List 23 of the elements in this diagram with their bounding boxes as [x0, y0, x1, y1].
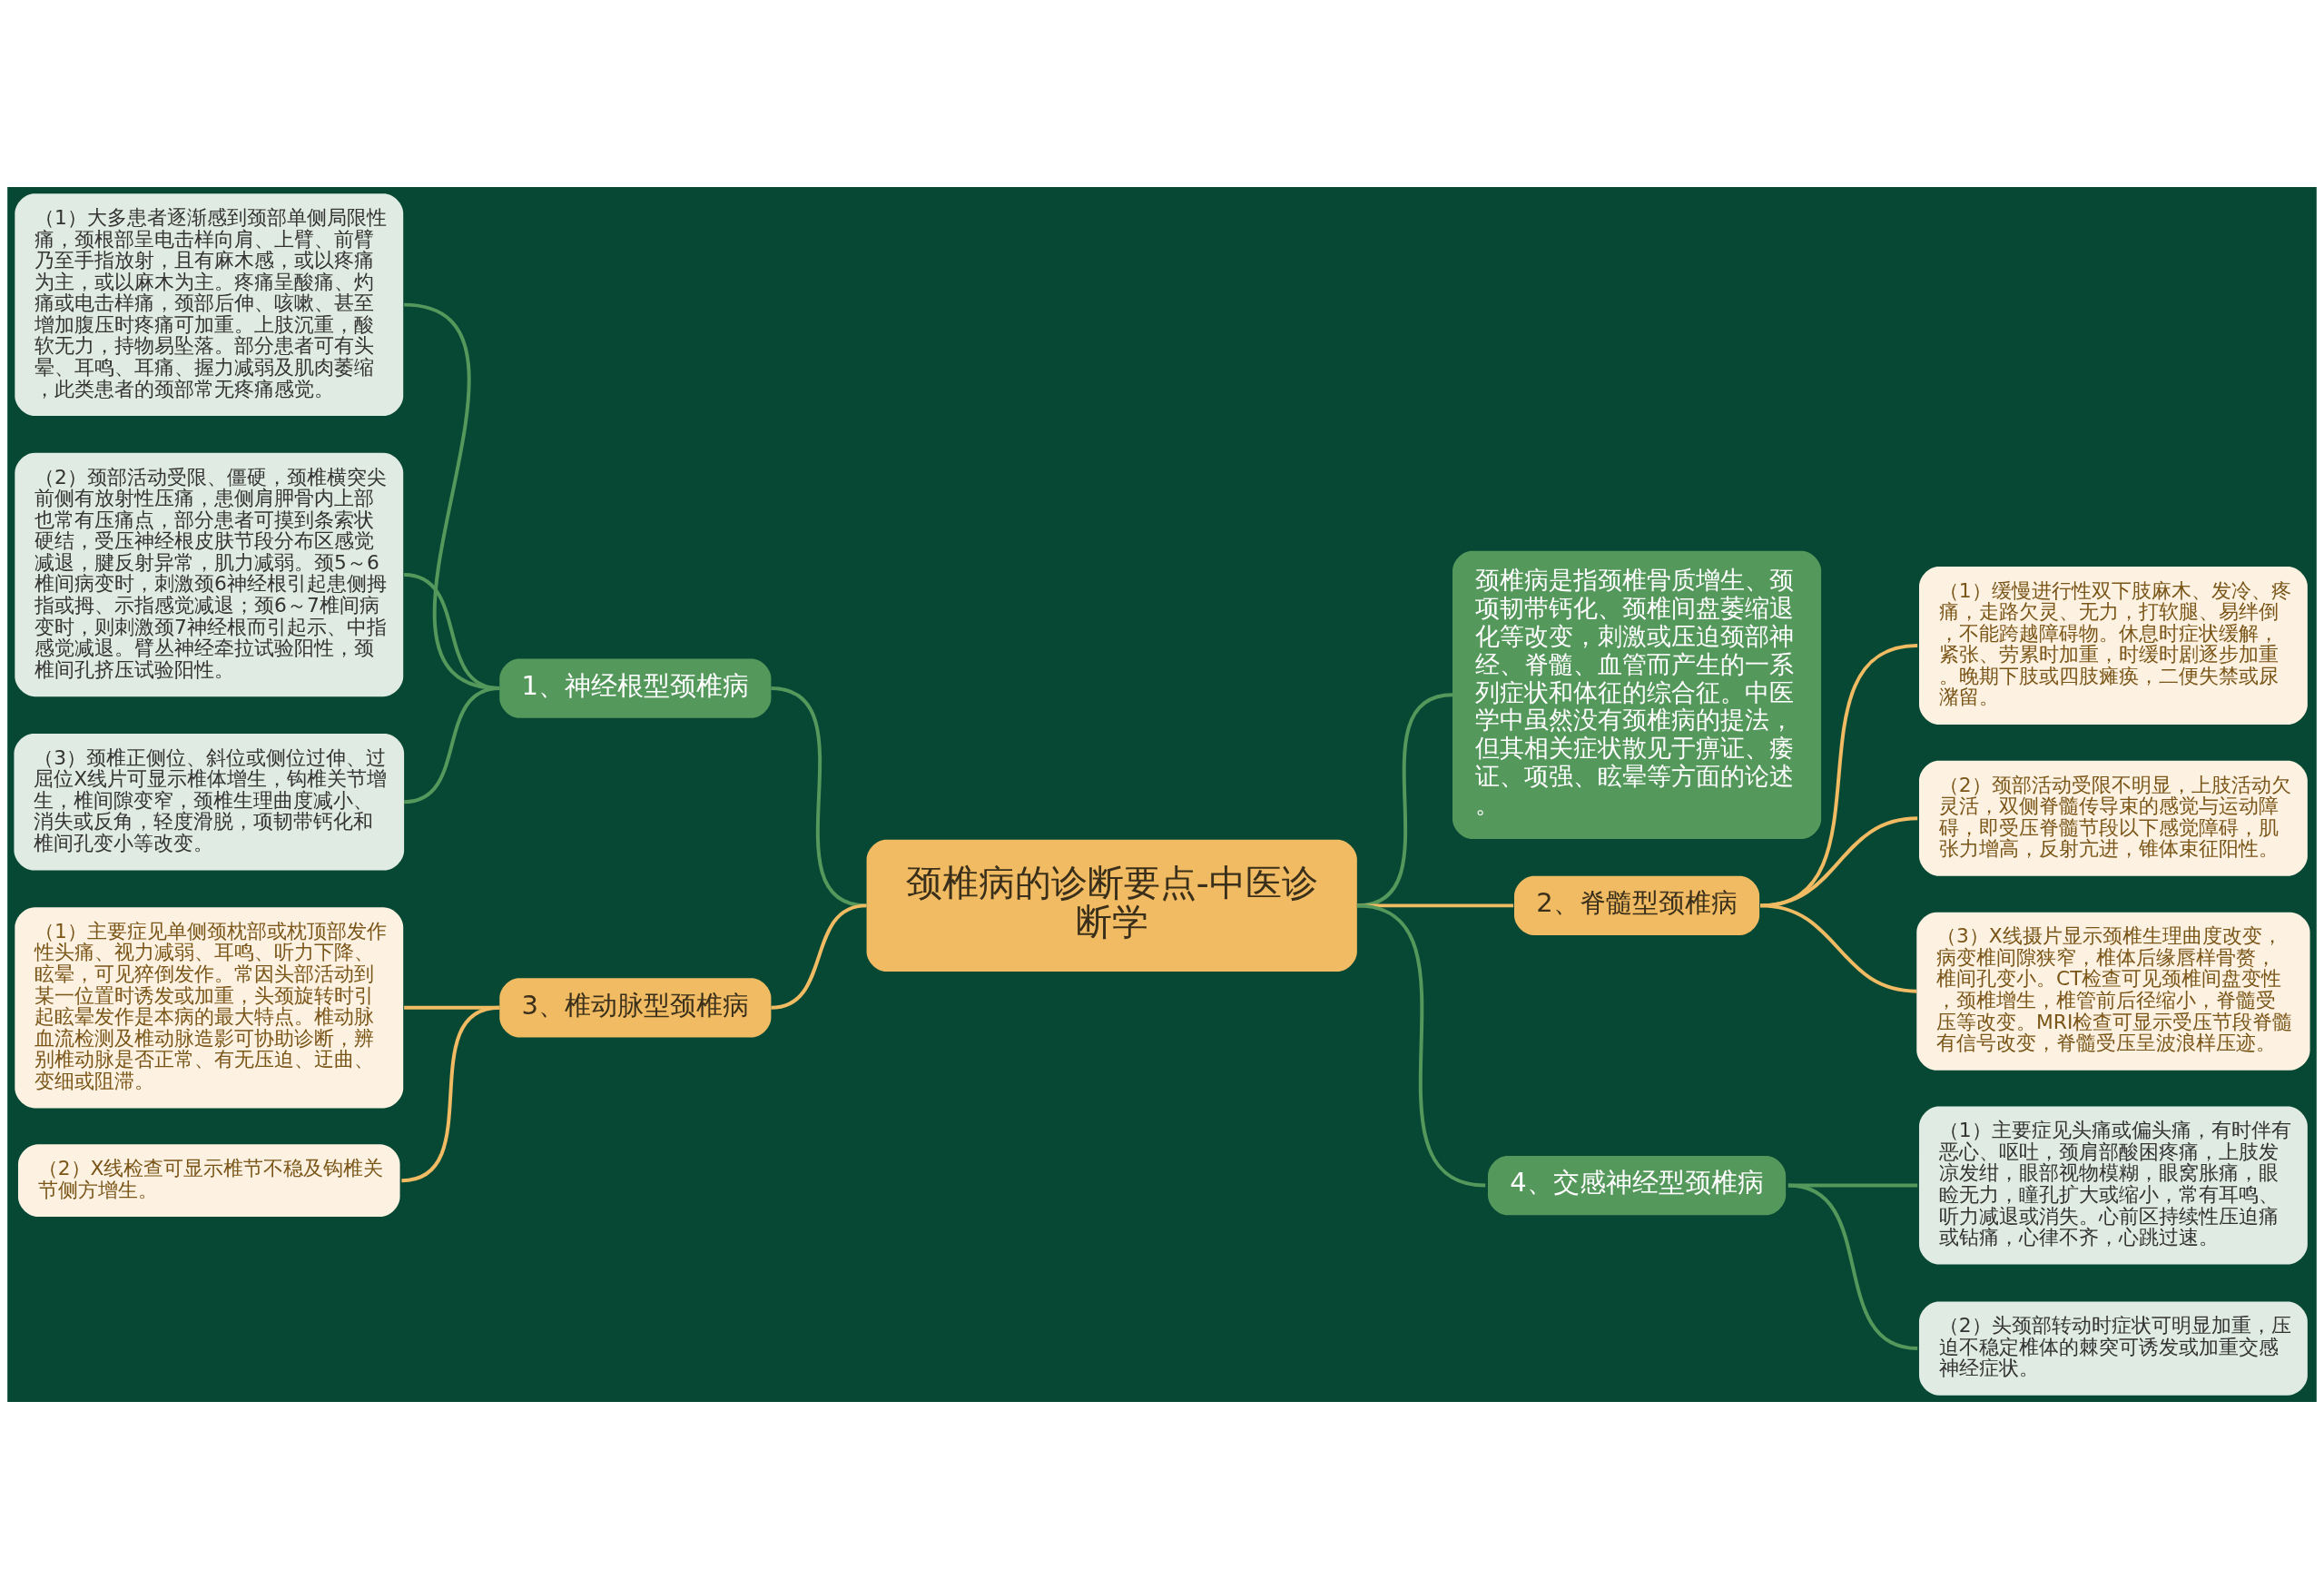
connector: [1356, 903, 1486, 1188]
connector: [401, 1005, 500, 1183]
node-box: 4、交感神经型颈椎病: [1488, 1155, 1787, 1216]
connector: [1759, 903, 1917, 993]
connector: [771, 903, 867, 1010]
node-box: 颈椎病是指颈椎骨质增生、颈项韧带钙化、颈椎间盘萎缩退化等改变，刺激或压迫颈部神经、脊髓、血管而产生的一系列症状和体征的综合征。中医学中虽然没有颈椎病的提法，但其相关症状散见于痹证、痿证、项强、眩晕等方面的论述。: [1452, 550, 1822, 839]
node-box: （1）主要症见单侧颈枕部或枕顶部发作性头痛、视力减弱、耳鸣、听力下降、眩晕，可见猝倒发作。常因头部活动到某一位置时诱发或加重，头颈旋转时引起眩晕发作是本病的最大特点。椎动脉血流检测及椎动脉造影可协助诊断，辨别椎动脉是否正常、有无压迫、迂曲、变细或阻滞。: [15, 907, 404, 1109]
node-box: 颈椎病的诊断要点-中医诊断学: [866, 839, 1357, 972]
connector: [403, 686, 500, 804]
node-box: （2）头颈部转动时症状可明显加重，压迫不稳定椎体的棘突可诱发或加重交感神经症状。: [1919, 1301, 2308, 1396]
node-box: （3）颈椎正侧位、斜位或侧位过伸、过屈位X线片可显示椎体增生，钩椎关节增生，椎间隙变窄，颈椎生理曲度减小、消失或反角，轻度滑脱，项韧带钙化和椎间孔变小等改变。: [14, 733, 405, 871]
node-box: （3）X线摄片显示颈椎生理曲度改变，病变椎间隙狭窄，椎体后缘唇样骨赘，椎间孔变小。CT检查可见颈椎间盘变性，颈椎增生，椎管前后径缩小，脊髓受压等改变。MRI检查可显示受压节段脊髓有信号改变，脊髓受压呈波浪样压迹。: [1916, 912, 2310, 1071]
node-box: （1）主要症见头痛或偏头痛，有时伴有恶心、呕吐，颈肩部酸困疼痛，上肢发凉发绀，眼部视物模糊，眼窝胀痛，眼睑无力，瞳孔扩大或缩小，常有耳鸣、听力减退或消失。心前区持续性压迫痛或钻痛，心律不齐，心跳过速。: [1919, 1106, 2308, 1265]
node-box: 3、椎动脉型颈椎病: [499, 978, 772, 1038]
node-box: 1、神经根型颈椎病: [499, 658, 772, 718]
node-box: （1）缓慢进行性双下肢麻木、发冷、疼痛，走路欠灵、无力，打软腿、易绊倒，不能跨越障碍物。休息时症状缓解，紧张、劳累时加重，时缓时剧逐步加重。晚期下肢或四肢瘫痪，二便失禁或尿潴留。: [1919, 566, 2308, 725]
connector: [1787, 1183, 1918, 1351]
connector: [771, 686, 867, 908]
node-box: 2、脊髓型颈椎病: [1514, 875, 1760, 935]
node-box: （2）颈部活动受限、僵硬，颈椎横突尖前侧有放射性压痛，患侧肩胛骨内上部也常有压痛点，部分患者可摸到条索状硬结，受压神经根皮肤节段分布区感觉减退，腱反射异常，肌力减弱。颈5～6椎间病变时，刺激颈6神经根引起患侧拇指或拇、示指感觉减退；颈6～7椎间病变时，则刺激颈7神经根而引起示、中指感觉减退。臂丛神经牵拉试验阳性，颈椎间孔挤压试验阳性。: [15, 452, 404, 697]
node-box: （2）颈部活动受限不明显，上肢活动欠灵活，双侧脊髓传导束的感觉与运动障碍，即受压脊髓节段以下感觉障碍，肌张力增高，反射亢进，锥体束征阳性。: [1919, 760, 2308, 876]
node-box: （1）大多患者逐渐感到颈部单侧局限性痛，颈根部呈电击样向肩、上臂、前臂乃至手指放射，且有麻木感，或以疼痛为主，或以麻木为主。疼痛呈酸痛、灼痛或电击样痛，颈部后伸、咳嗽、甚至增加腹压时疼痛可加重。上肢沉重，酸软无力，持物易坠落。部分患者可有头晕、耳鸣、耳痛、握力减弱及肌肉萎缩，此类患者的颈部常无疼痛感觉。: [15, 193, 404, 416]
node-box: （2）X线检查可显示椎节不稳及钩椎关节侧方增生。: [17, 1144, 400, 1218]
